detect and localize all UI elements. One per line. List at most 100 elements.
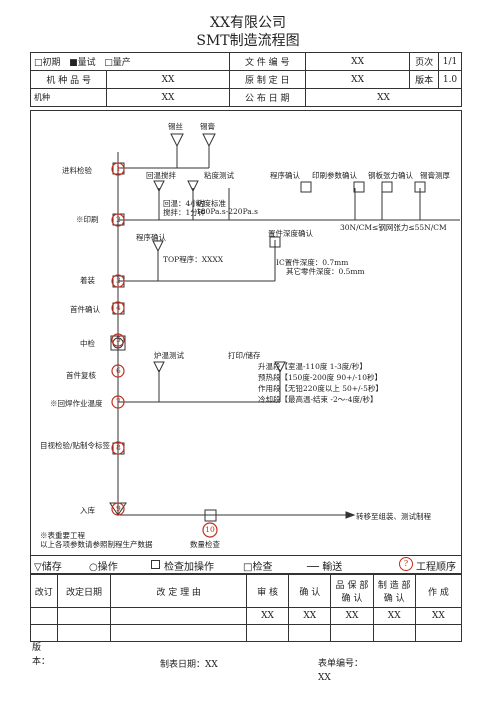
quantity-check-box: [204, 509, 217, 522]
legend-inspect: □检查: [243, 562, 273, 573]
publish-label: 公 布 日 期: [228, 88, 306, 107]
mount-depth-box: [269, 236, 281, 248]
doc-no-label: 文 件 编 号: [228, 52, 306, 71]
step-num-3: 3: [116, 276, 121, 285]
program-check-box: [300, 181, 312, 193]
rev-header-6: 制 造 部确 认: [372, 574, 416, 608]
reflow-note-cooling: 冷却段【最高温-结束 -2～-4度/秒】: [258, 395, 378, 404]
step-num-5: 5: [116, 335, 121, 344]
rev-row2-cell: [245, 624, 290, 642]
rewarm-triangle: [153, 180, 165, 193]
furnace-test-triangle: [153, 361, 165, 374]
solder-wire-triangle: [170, 133, 184, 148]
step-label-5: 中检: [80, 339, 95, 348]
step-num-1: 1: [116, 164, 121, 173]
material-solder-wire: 锡丝: [168, 122, 183, 131]
important-note: ※表重要工程: [40, 531, 85, 540]
footer-version: 版本：: [32, 643, 51, 667]
rev-row2-cell: [414, 624, 463, 642]
rev-row2-cell: [330, 624, 374, 642]
material-solder-paste: 锡膏: [200, 122, 215, 131]
footer-form-no: 表单编号：XX: [318, 659, 364, 683]
legend-bar: ▽储存 ○操作 检查加操作 □检查 ── 輸送 ? 工程顺序: [30, 556, 462, 574]
step-label-8: 目视检验/贴制令标签: [40, 441, 111, 450]
print-sub-tension: 钢板张力确认: [368, 171, 413, 180]
inspect-op-icon: [151, 560, 160, 569]
rev-header-4: 确 认: [288, 574, 332, 608]
doc-no-value: XX: [304, 52, 411, 71]
rev-header-3: 审 核: [245, 574, 290, 608]
model-value: XX: [106, 88, 230, 107]
mount-program-label: 程序确认: [136, 233, 166, 242]
step-label-4: 首件确认: [70, 305, 100, 314]
reflow-note-preheat: 预热段【150度-200度 90+/-10秒】: [258, 373, 382, 382]
rev-row2-cell: [288, 624, 332, 642]
created-value: XX: [304, 70, 411, 89]
rev-header-0: 改订: [30, 574, 58, 608]
print-sub-rewarm: 回温搅拌: [146, 171, 176, 180]
stage-initial: □初期: [34, 58, 61, 68]
model-no-label: 机 种 品 号: [29, 70, 108, 89]
step-num-9: 9: [116, 504, 121, 513]
rev-row2-cell: [56, 624, 112, 642]
stage-trial: ■量试: [69, 58, 96, 68]
rev-row1-cell: XX: [245, 607, 290, 625]
step-label-9: 入库: [80, 506, 95, 515]
rev-row1-cell: [56, 607, 112, 625]
rev-row1-cell: XX: [330, 607, 374, 625]
print-store-label: 打印/储存: [228, 351, 261, 360]
print-sub-thickness: 锡膏测厚: [420, 171, 450, 180]
step-label-1: 进料检验: [62, 166, 92, 175]
step-label-6: 首件复核: [66, 371, 96, 380]
furnace-test-label: 炉温测试: [154, 351, 184, 360]
rev-row2-cell: [372, 624, 416, 642]
model-no-value: XX: [106, 70, 230, 89]
step-label-10: 数量检查: [190, 540, 220, 549]
step-num-2: 2: [116, 215, 121, 224]
step-num-6: 6: [116, 366, 121, 375]
flow-chart: [109, 133, 460, 538]
legend-storage: ▽储存: [34, 562, 62, 573]
version-label: 版本: [409, 70, 440, 89]
company-name: XX有限公司: [210, 15, 286, 31]
publish-value: XX: [304, 88, 463, 107]
step-num-7: 7: [116, 397, 121, 406]
step-num-8: 8: [116, 443, 121, 452]
step-label-7: ※回焊作业温度: [50, 399, 103, 408]
paste-thickness-box: [414, 181, 426, 193]
flow-chart-frame: [30, 110, 462, 556]
version-value: 1.0: [438, 70, 462, 89]
parameters-note: 以上各项参数请参照制程生产数据: [40, 540, 153, 549]
reflow-note-active: 作用段【无铅220度以上 50+/-5秒】: [258, 384, 383, 393]
page-label: 页次: [409, 52, 440, 71]
stage-cell: □初期 ■量试 □量产: [30, 52, 230, 71]
created-label: 原 制 定 日: [228, 70, 306, 89]
rev-header-5: 品 保 部确 认: [330, 574, 374, 608]
viscosity-triangle: [187, 180, 199, 193]
tension-note: 30N/CM≤钢网张力≤55N/CM: [340, 223, 447, 232]
rev-row1-cell: XX: [288, 607, 332, 625]
transfer-label: 转移至组装、测试制程: [356, 512, 431, 521]
other-depth-note: 其它零件深度：0.5mm: [286, 267, 365, 276]
header-table: □初期 ■量试 □量产 文 件 编 号 XX 页次 1/1 机 种 品 号 XX…: [29, 52, 463, 107]
footer-date: 制表日期：XX: [160, 660, 218, 670]
legend-transport: ── 輸送: [307, 562, 343, 573]
rev-row1-cell: [30, 607, 58, 625]
rewarm-note-stir: 搅拌：1分钟: [163, 208, 206, 217]
step-num-4: 4: [116, 303, 121, 312]
rev-row2-cell: [110, 624, 247, 642]
mount-program-triangle: [152, 240, 164, 253]
legend-sequence: 工程顺序: [416, 562, 456, 573]
rev-row1-cell: XX: [414, 607, 463, 625]
stencil-tension-box: [381, 181, 393, 193]
rev-header-7: 作 成: [414, 574, 463, 608]
rev-row1-cell: XX: [372, 607, 416, 625]
rev-header-1: 改定日期: [56, 574, 112, 608]
viscosity-note-range: 180Pa.s-220Pa.s: [196, 207, 258, 216]
page-value: 1/1: [438, 52, 462, 71]
step-label-3: 着装: [80, 276, 95, 285]
top-program-label: TOP程序：XXXX: [163, 255, 224, 264]
legend-sequence-mark: ?: [399, 557, 413, 571]
reflow-note-ramp: 升温段【室温-110度 1-3度/秒】: [258, 362, 367, 371]
model-label: 机种: [29, 88, 108, 107]
